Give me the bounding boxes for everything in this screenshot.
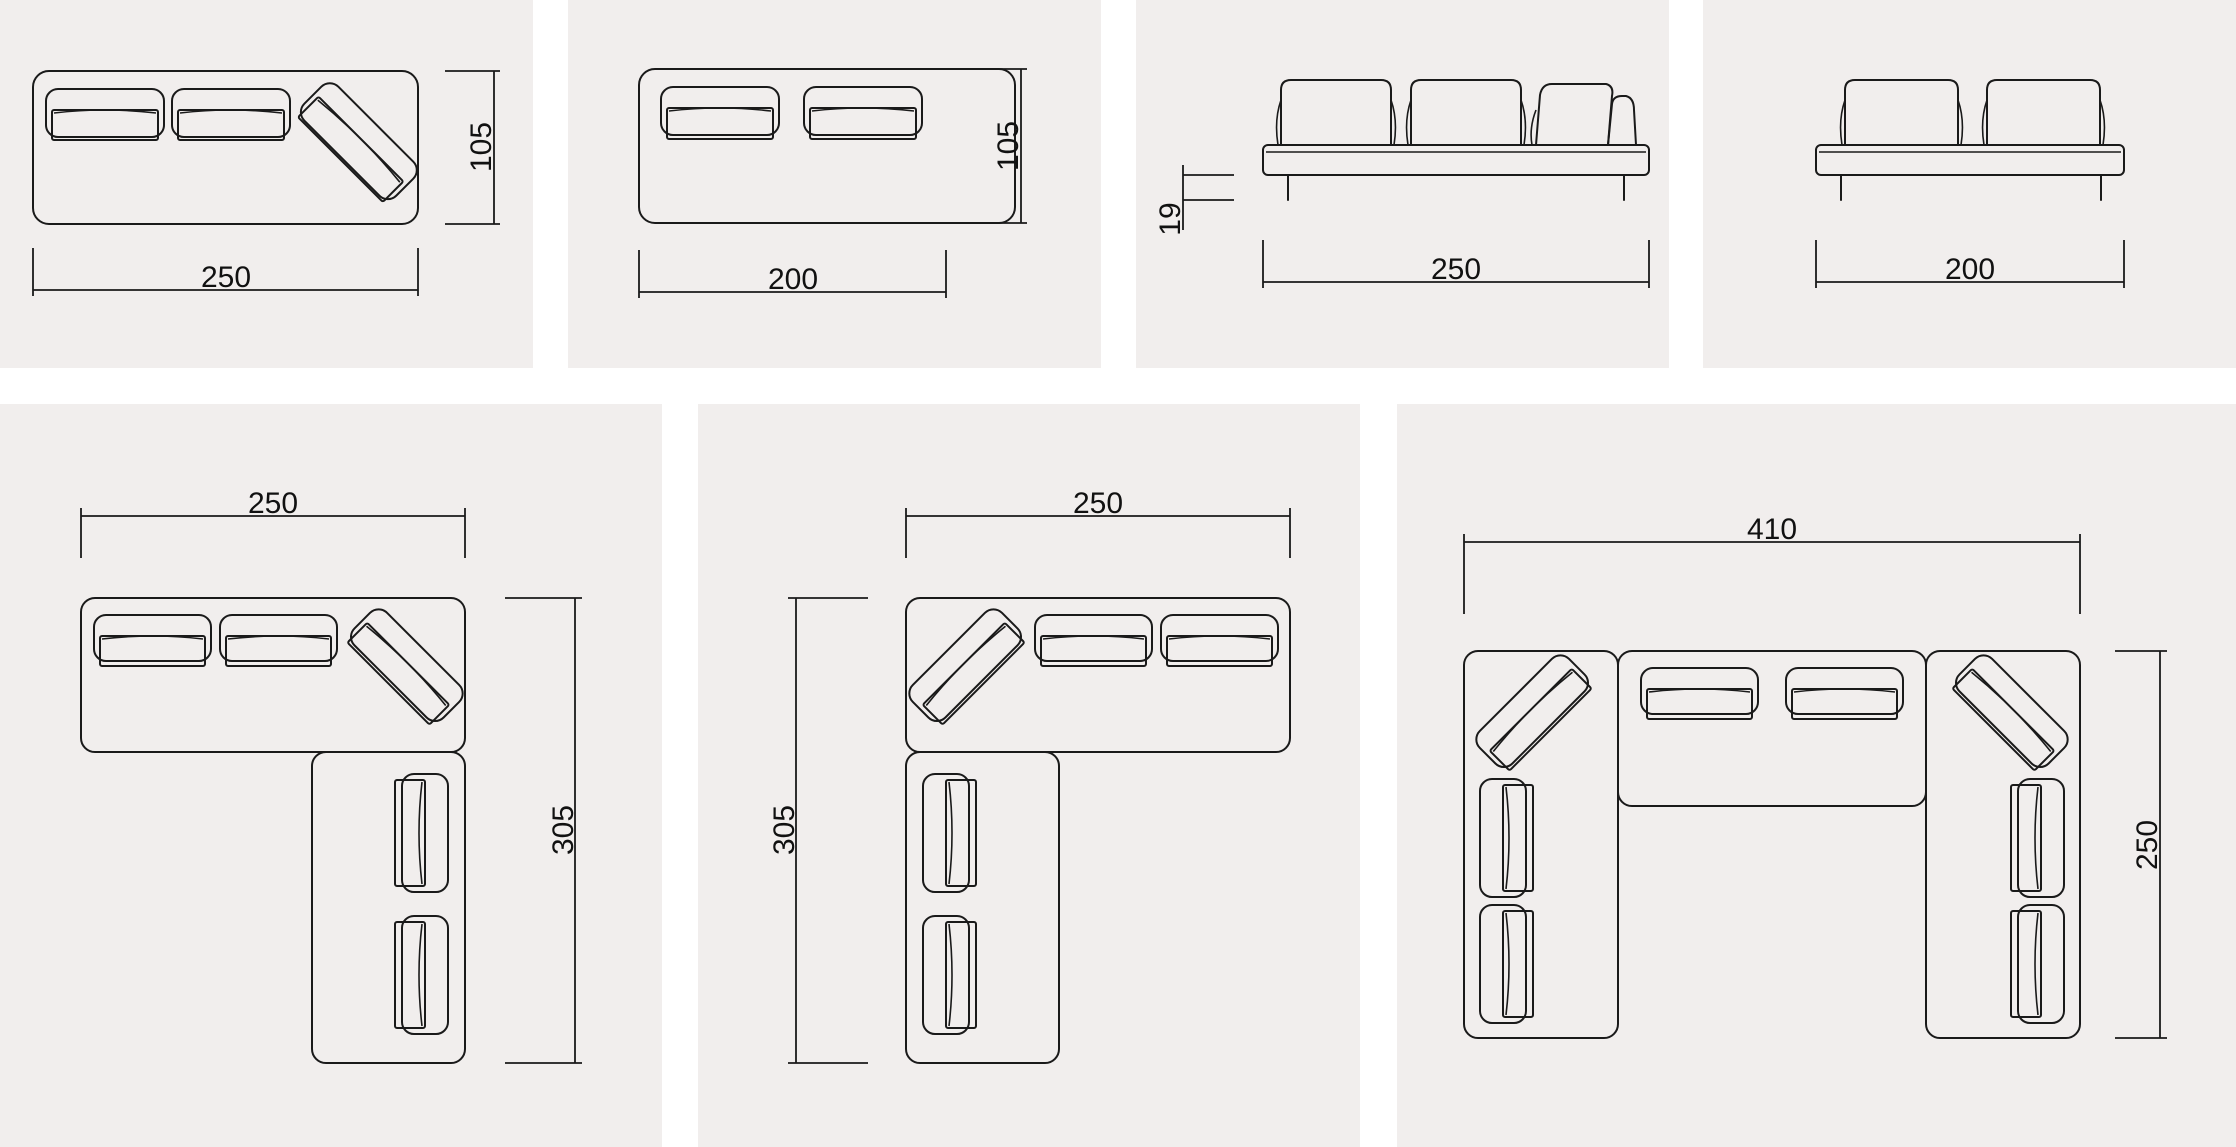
- dimension-label-width: 410: [1747, 513, 1797, 546]
- corner-sofa-left-drawing: 250 305: [768, 487, 1291, 1064]
- seat-base: [1815, 144, 2125, 176]
- dimension-label-width: 250: [1431, 253, 1481, 286]
- dimension-label-width: 200: [1945, 253, 1995, 286]
- dimension-depth: 105: [445, 70, 500, 225]
- side-cushion: [1479, 778, 1534, 898]
- angled-cushion: [297, 82, 418, 203]
- sofa-2-seat-plan-drawing: 200 105: [638, 68, 1027, 298]
- back-cushion: [1839, 79, 1964, 146]
- dimension-width: 250: [80, 487, 466, 558]
- side-cushion: [394, 773, 449, 893]
- panel-corner-sofa-right: 250 305: [0, 404, 662, 1147]
- dimension-length: 305: [505, 597, 582, 1064]
- dimension-length: 305: [768, 597, 868, 1064]
- leg: [1287, 174, 1625, 201]
- back-cushion: [803, 86, 923, 140]
- dimension-label-depth: 250: [2131, 820, 2164, 870]
- sofa-seat-outline: [905, 597, 1291, 753]
- dimension-label-depth: 105: [992, 121, 1025, 171]
- back-cushion: [219, 614, 338, 667]
- dimension-width: 250: [32, 248, 419, 296]
- corner-sofa-right-drawing: 250 305: [80, 487, 582, 1064]
- panel-sofa-2-seat-front: 200: [1703, 0, 2236, 368]
- side-cushion: [394, 915, 449, 1035]
- angled-cushion: [1475, 654, 1592, 771]
- panel-corner-sofa-left: 250 305: [698, 404, 1360, 1147]
- dimension-label-width: 250: [248, 487, 298, 520]
- back-cushion: [1405, 79, 1527, 146]
- angled-cushion: [1952, 654, 2069, 771]
- panel-sofa-3-seat-front: 19 250: [1136, 0, 1669, 368]
- chaise-outline: [905, 751, 1060, 1064]
- dimension-label-width: 250: [201, 261, 251, 294]
- panel-sofa-2-seat-plan: 200 105: [568, 0, 1101, 368]
- back-cushion: [660, 86, 780, 140]
- sofa-seat-outline: [80, 597, 466, 753]
- back-cushion: [45, 88, 165, 141]
- center-seat-outline: [1617, 650, 1927, 807]
- angled-cushion: [347, 608, 464, 725]
- dimension-label-width: 250: [1073, 487, 1123, 520]
- side-cushion: [1530, 83, 1637, 146]
- dimension-width: 250: [1262, 240, 1650, 288]
- back-cushion: [1640, 667, 1759, 720]
- dimension-label-length: 305: [547, 805, 580, 855]
- dimension-label-leg-height: 19: [1154, 202, 1187, 235]
- panel-u-shaped-sofa: 410 250: [1397, 404, 2236, 1147]
- dimension-leg-height: 19: [1154, 165, 1234, 236]
- side-cushion: [1479, 904, 1534, 1024]
- right-chaise-outline: [1925, 650, 2081, 1039]
- seat-base: [1262, 144, 1650, 176]
- dimension-width: 200: [1815, 240, 2125, 288]
- dimension-width: 250: [905, 487, 1291, 558]
- sofa-3-seat-plan-drawing: 250 105: [32, 70, 500, 296]
- sofa-seat-outline: [32, 70, 419, 225]
- back-cushion: [171, 88, 291, 141]
- side-cushion: [922, 773, 977, 893]
- back-cushion: [1160, 614, 1279, 667]
- left-chaise-outline: [1463, 650, 1619, 1039]
- dimension-label-length: 305: [768, 805, 801, 855]
- side-cushion: [2010, 778, 2065, 898]
- dimension-label-depth: 105: [465, 122, 498, 172]
- back-cushion: [93, 614, 212, 667]
- leg: [1840, 174, 2102, 201]
- sofa-seat-outline: [638, 68, 1016, 224]
- dimension-width: 410: [1463, 513, 2081, 614]
- angled-cushion: [908, 608, 1025, 725]
- dimension-depth: 250: [2115, 650, 2167, 1039]
- dimension-label-width: 200: [768, 263, 818, 296]
- chaise-outline: [311, 751, 466, 1064]
- side-cushion: [922, 915, 977, 1035]
- side-cushion: [2010, 904, 2065, 1024]
- dimension-width: 200: [638, 250, 947, 298]
- back-cushion: [1034, 614, 1153, 667]
- sofa-2-seat-front-drawing: 200: [1815, 79, 2125, 288]
- u-shaped-sofa-drawing: 410 250: [1463, 513, 2167, 1039]
- back-cushion: [1785, 667, 1904, 720]
- back-cushion: [1981, 79, 2106, 146]
- sofa-3-seat-front-drawing: 19 250: [1154, 79, 1650, 288]
- dimension-depth: 105: [975, 68, 1027, 224]
- panel-sofa-3-seat-plan: 250 105: [0, 0, 533, 368]
- back-cushion: [1275, 79, 1397, 146]
